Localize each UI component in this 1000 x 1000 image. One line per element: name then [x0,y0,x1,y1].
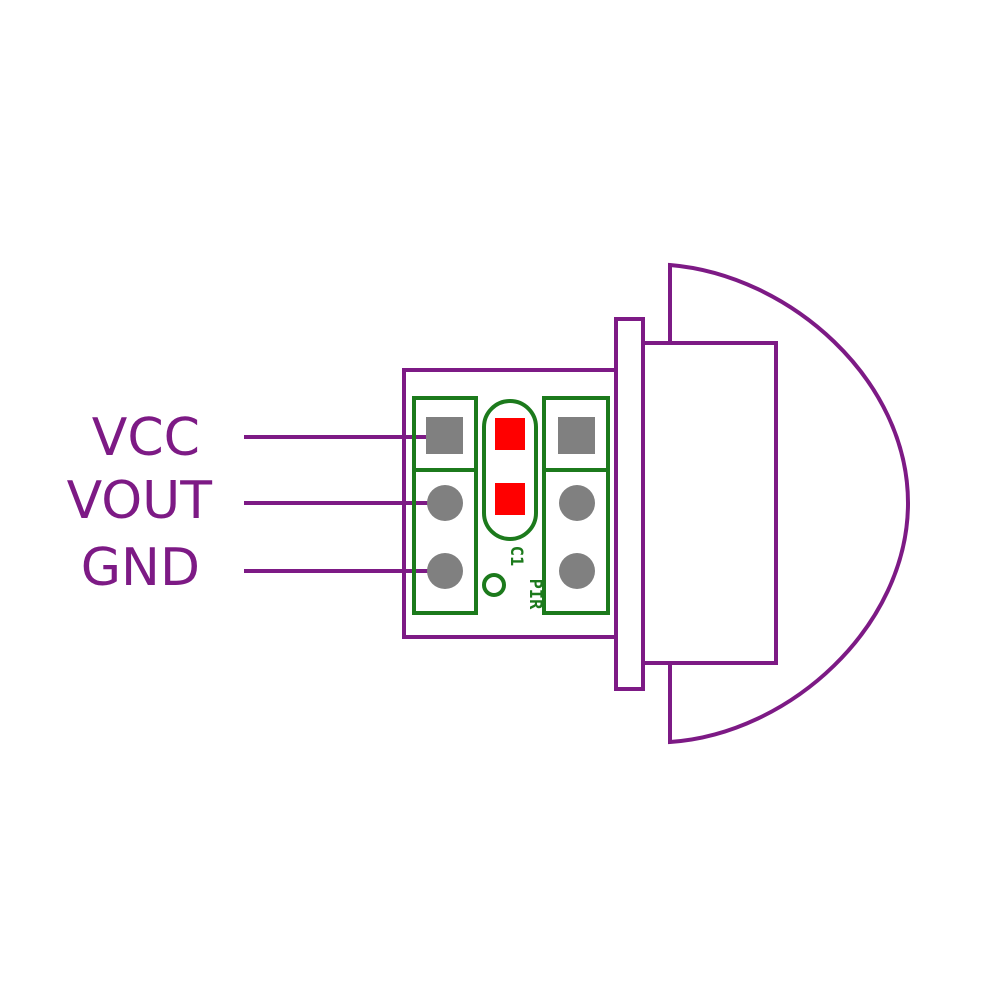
header-left-outline [412,396,478,615]
pad-round-left-3 [427,553,463,589]
pin-label-vout: VOUT [67,471,213,531]
pin-label-gnd: GND [81,538,200,598]
pin-label-vcc: VCC [92,408,200,468]
pad-round-right-3 [559,553,595,589]
capacitor-outline [482,399,538,541]
pad-round-left-2 [427,485,463,521]
capacitor-label: C1 [506,546,526,566]
header-right-outline [542,396,610,615]
pad-square-left [426,417,463,454]
sensor-body [641,341,778,665]
pir-label: PIR [525,579,545,610]
sensor-flange [614,317,645,691]
pad-square-right [558,417,595,454]
fresnel-dome [668,262,911,745]
pad-round-right-2 [559,485,595,521]
smd-pad-bottom [495,483,525,515]
smd-pad-top [495,418,525,450]
pin1-marker-circle [482,573,506,597]
